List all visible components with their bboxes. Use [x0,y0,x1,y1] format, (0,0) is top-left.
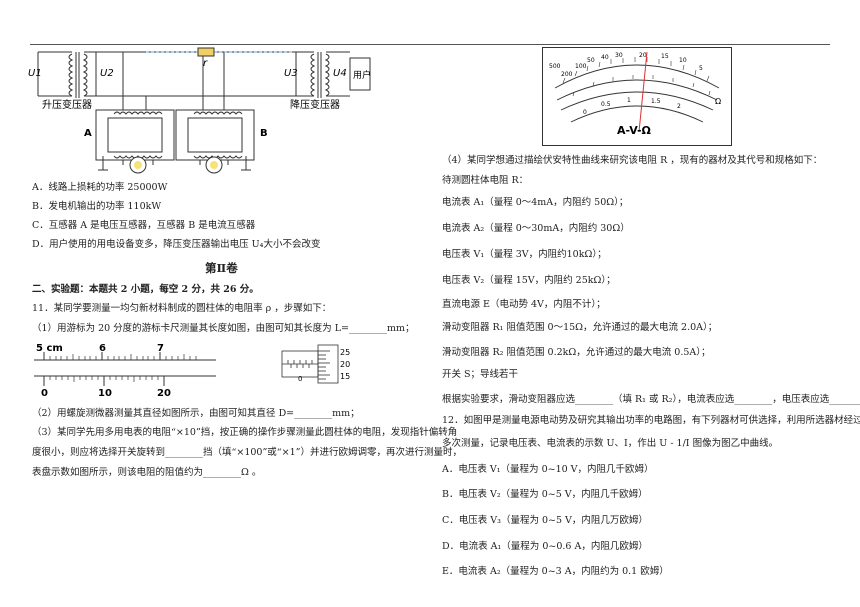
equipment-item-1: 电流表 A₁（量程 0～4mA，内阻约 50Ω）； [442,197,629,208]
micrometer-label-1: 20 [340,360,350,369]
transmission-circuit-diagram: U1 U2 U3 U4 r 用户 升压变压器 降压变压器 A B [28,47,371,174]
label-b: B [260,128,268,139]
vscale-0: 0 [583,109,587,116]
caliper-vernier-label-1: 10 [98,388,112,398]
q11-part2: （2）用螺旋测微器测量其直径如图所示，由图可知其直径 D=________mm； [32,408,360,419]
label-u1: U1 [28,68,42,79]
q11-intro: 11．某同学要测量一均匀新材料制成的圆柱体的电阻率 ρ ，步骤如下： [32,303,332,314]
caliper-main-label-1: 6 [99,343,106,354]
vscale-3: 1.5 [651,98,661,105]
q11-part3-line2: 度很小，则应将选择开关旋转到________挡（填“×100”或“×1”）并进行… [32,447,463,458]
equipment-item-0: 待测圆柱体电阻 R： [442,175,529,186]
ohm-scale-4: 40 [601,54,609,61]
label-step-up: 升压变压器 [42,98,92,111]
option-a: A．线路上损耗的功率 25000W [32,182,168,193]
caliper-vernier-label-2: 20 [157,388,171,398]
q12-line2: 多次测量，记录电压表、电流表的示数 U、I，作出 U - 1/I 图像为图乙中曲… [442,438,779,449]
section-header: 二、实验题：本题共 2 小题，每空 2 分，共 26 分。 [32,284,259,295]
equipment-item-8: 开关 S；导线若干 [442,369,519,380]
q12-option-d: D．电流表 A₁（量程为 0~0.6 A，内阻几欧姆） [442,541,648,552]
meter-brand: A-V-Ω [617,124,652,137]
ohm-scale-7: 15 [661,53,669,60]
ohm-scale-9: 5 [699,65,703,72]
option-c: C．互感器 A 是电压互感器，互感器 B 是电流互感器 [32,220,256,231]
label-r: r [203,58,208,69]
vscale-1: 0.5 [601,101,611,108]
multimeter-dial: 500 200 100 50 40 30 20 15 10 5 0 0.5 1 … [542,47,732,146]
caliper-main-label-0: 5 cm [36,343,63,354]
caliper-vernier-label-0: 0 [41,388,48,398]
label-user: 用户 [353,69,371,81]
meter-omega-symbol: Ω [715,97,721,106]
svg-text:0: 0 [298,375,302,383]
vscale-4: 2 [677,103,681,110]
label-a: A [84,128,92,139]
equipment-item-2: 电流表 A₂（量程 0～30mA，内阻约 30Ω） [442,223,630,234]
section-title: 第Ⅱ卷 [205,261,238,275]
vscale-2: 1 [627,97,631,104]
equipment-item-6: 滑动变阻器 R₁ 阻值范围 0～15Ω，允许通过的最大电流 2.0A）； [442,322,718,333]
micrometer-label-0: 25 [340,348,350,357]
ohm-scale-1: 200 [561,71,573,78]
ohm-scale-8: 10 [679,57,687,64]
q11-part3-line3: 表盘示数如图所示，则该电阻的阻值约为________Ω 。 [32,467,262,478]
q12-option-b: B．电压表 V₂（量程为 0~5 V，内阻几千欧姆） [442,489,648,500]
ohm-scale-3: 50 [587,57,595,64]
header-rule [30,44,830,45]
equipment-item-3: 电压表 V₁（量程 3V，内阻约10kΩ）； [442,249,607,260]
equipment-item-4: 电压表 V₂（量程 15V，内阻约 25kΩ）； [442,275,616,286]
q11-part1: （1）用游标为 20 分度的游标卡尺测量其长度如图，由图可知其长度为 L=___… [32,323,415,334]
ohm-scale-5: 30 [615,52,623,59]
label-step-down: 降压变压器 [290,98,340,111]
q12-option-a: A．电压表 V₁（量程为 0~10 V，内阻几千欧姆） [442,464,654,475]
q11-part3-line1: （3）某同学先用多用电表的电阻“×10”挡，按正确的操作步骤测量此圆柱体的电阻，… [32,427,458,438]
caliper-main-label-2: 7 [157,343,164,354]
micrometer-label-2: 15 [340,372,350,381]
q11-part4: （4）某同学想通过描绘伏安特性曲线来研究该电阻 R ，现有的器材及其代号和规格如… [442,155,823,166]
q12-option-c: C．电压表 V₃（量程为 0~5 V，内阻几万欧姆） [442,515,648,526]
q12-line1: 12．如图甲是测量电源电动势及研究其输出功率的电路图，有下列器材可供选择，利用所… [442,415,860,426]
option-b: B．发电机输出的功率 110kW [32,201,162,212]
ohm-scale-2: 100 [575,63,587,70]
ohm-scale-0: 500 [549,63,561,70]
q12-option-e: E．电流表 A₂（量程为 0~3 A，内阻约为 0.1 欧姆） [442,566,669,577]
equipment-item-7: 滑动变阻器 R₂ 阻值范围 0.2kΩ，允许通过的最大电流 0.5A）； [442,347,711,358]
answer-line: 根据实验要求，滑动变阻器应选________（填 R₁ 或 R₂），电流表应选_… [442,394,860,405]
label-u3: U3 [284,68,298,79]
ohm-scale-6: 20 [639,52,647,59]
label-u2: U2 [100,68,114,79]
micrometer-figure: 0 25 20 15 [281,344,350,384]
equipment-item-5: 直流电源 E（电动势 4V，内阻不计）； [442,299,606,310]
label-u4: U4 [333,68,347,79]
option-d: D．用户使用的用电设备变多，降压变压器输出电压 U₄大小不会改变 [32,239,321,250]
vernier-caliper-figure: 5 cm 6 7 0 10 20 [34,343,216,398]
